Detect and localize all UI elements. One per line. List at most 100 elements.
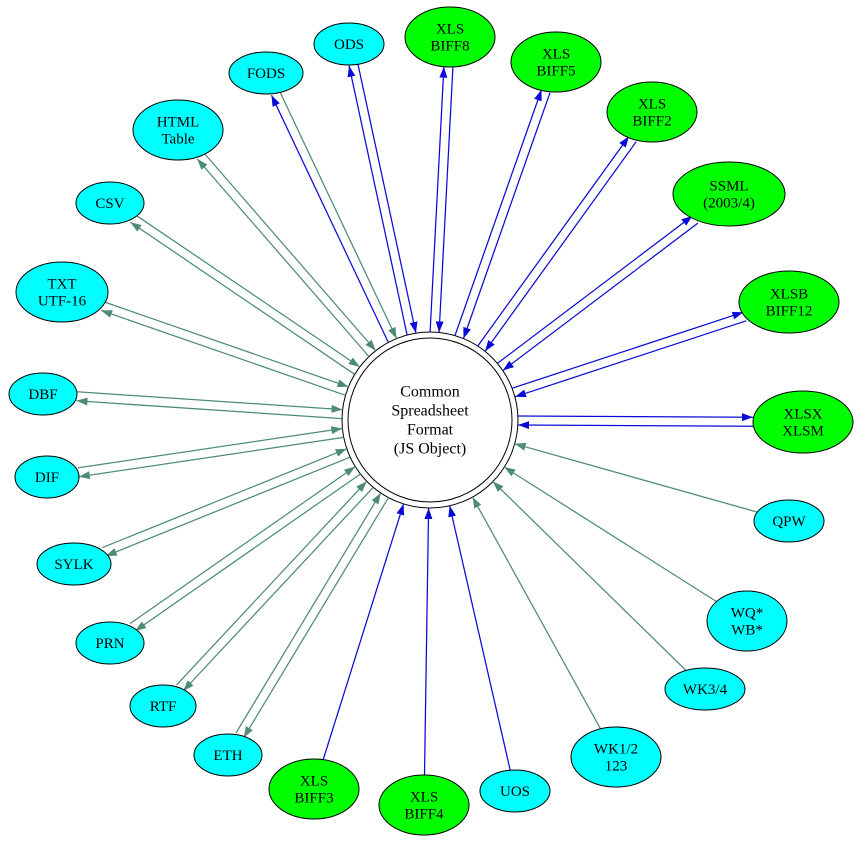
node-fods-ellipse [228, 51, 304, 95]
edge-wq-wb-in [503, 466, 717, 603]
node-dbf-label: DBF [28, 387, 57, 403]
node-ods: ODS [313, 22, 385, 66]
edge-eth-in [235, 492, 382, 734]
node-xls-biff4-label: XLS [410, 790, 438, 806]
edge-html-table-in [203, 152, 377, 352]
node-uos: UOS [479, 769, 551, 813]
node-xls-biff3-label: XLS [300, 774, 328, 790]
node-prn-label: PRN [95, 636, 124, 652]
node-prn-ellipse [75, 621, 145, 665]
node-eth-ellipse [193, 733, 263, 777]
node-xls-biff2-ellipse [606, 81, 698, 143]
node-wk34-label: WK3/4 [683, 682, 728, 698]
node-csv-label: CSV [95, 196, 124, 212]
edge-qpw-in [514, 442, 758, 513]
edge-ods-out [347, 65, 408, 336]
node-eth-label: ETH [213, 748, 242, 764]
edge-html-table-out [196, 158, 370, 357]
edges-layer [76, 63, 758, 776]
node-ssml-label: (2003/4) [703, 196, 755, 212]
node-wk34-ellipse [664, 667, 746, 711]
node-xlsx-label: XLSX [783, 407, 822, 423]
node-qpw-label: QPW [772, 514, 806, 530]
center-node-label: Format [407, 422, 454, 439]
edge-fods-in [279, 91, 398, 339]
node-txt-utf16-ellipse [15, 261, 109, 323]
node-dbf: DBF [8, 372, 78, 416]
node-html-table-label: Table [161, 132, 194, 148]
node-xls-biff3-ellipse [268, 758, 360, 820]
node-dif: DIF [14, 455, 80, 499]
node-sylk: SYLK [36, 542, 112, 586]
node-wk12-123-label: 123 [605, 759, 628, 775]
node-wk12-123-ellipse [570, 726, 662, 788]
node-xlsb-ellipse [738, 270, 840, 334]
edge-rtf-out [182, 486, 374, 692]
node-xlsb-label: BIFF12 [766, 304, 813, 320]
center-node-label: Spreadsheet [391, 403, 469, 420]
node-qpw: QPW [753, 499, 825, 543]
edge-csv-out [130, 221, 355, 375]
node-rtf-ellipse [129, 684, 197, 728]
node-xls-biff8-label: BIFF8 [430, 39, 469, 55]
node-ssml-ellipse [672, 161, 786, 227]
edge-dif-out [78, 436, 344, 480]
edge-prn-out [134, 473, 361, 632]
node-html-table-ellipse [132, 99, 224, 161]
node-qpw-ellipse [753, 499, 825, 543]
node-wk12-123-label: WK1/2 [594, 742, 638, 758]
edge-sylk-in [102, 448, 347, 549]
node-xls-biff4-label: BIFF4 [404, 807, 444, 823]
node-wk34: WK3/4 [664, 667, 746, 711]
node-xls-biff4-ellipse [378, 774, 470, 836]
edge-ods-in [357, 63, 418, 334]
edge-ssml-in [502, 222, 699, 371]
node-fods-label: FODS [247, 66, 285, 82]
edge-xls-biff5-in [462, 92, 551, 339]
node-sylk-ellipse [36, 542, 112, 586]
node-wq-wb: WQ*WB* [706, 590, 788, 652]
edge-xlsx-in [517, 421, 754, 430]
node-xlsx-label: XLSM [782, 424, 824, 440]
edge-dbf-out [76, 397, 342, 420]
edge-xls-biff8-in [435, 67, 454, 333]
edge-xlsb-out [512, 311, 744, 389]
edge-wk34-in [492, 481, 687, 671]
node-sylk-label: SYLK [54, 557, 93, 573]
center-node-label: Common [400, 384, 460, 401]
node-xls-biff8-label: XLS [436, 22, 464, 38]
node-wq-wb-label: WB* [731, 623, 763, 639]
node-dif-ellipse [14, 455, 80, 499]
node-xls-biff5-ellipse [510, 31, 602, 93]
node-wq-wb-ellipse [706, 590, 788, 652]
node-xls-biff5-label: BIFF5 [536, 64, 575, 80]
edge-eth-out [243, 497, 389, 738]
edge-fods-out [270, 94, 389, 343]
node-txt-utf16-label: UTF-16 [38, 294, 87, 310]
node-uos-ellipse [479, 769, 551, 813]
node-eth: ETH [193, 733, 263, 777]
node-prn: PRN [75, 621, 145, 665]
edge-sylk-out [105, 456, 351, 557]
node-xlsx-ellipse [752, 390, 854, 454]
node-xls-biff8-ellipse [404, 6, 496, 68]
edge-xls-biff3-in [322, 503, 405, 760]
center-node-label: (JS Object) [394, 441, 466, 458]
node-html-table-label: HTML [157, 115, 200, 131]
edge-ssml-out [497, 215, 693, 364]
edge-rtf-in [176, 480, 368, 686]
node-ods-ellipse [313, 22, 385, 66]
edge-csv-in [135, 214, 361, 368]
edge-xls-biff5-out [454, 89, 543, 336]
node-xlsb-label: XLSB [770, 287, 808, 303]
